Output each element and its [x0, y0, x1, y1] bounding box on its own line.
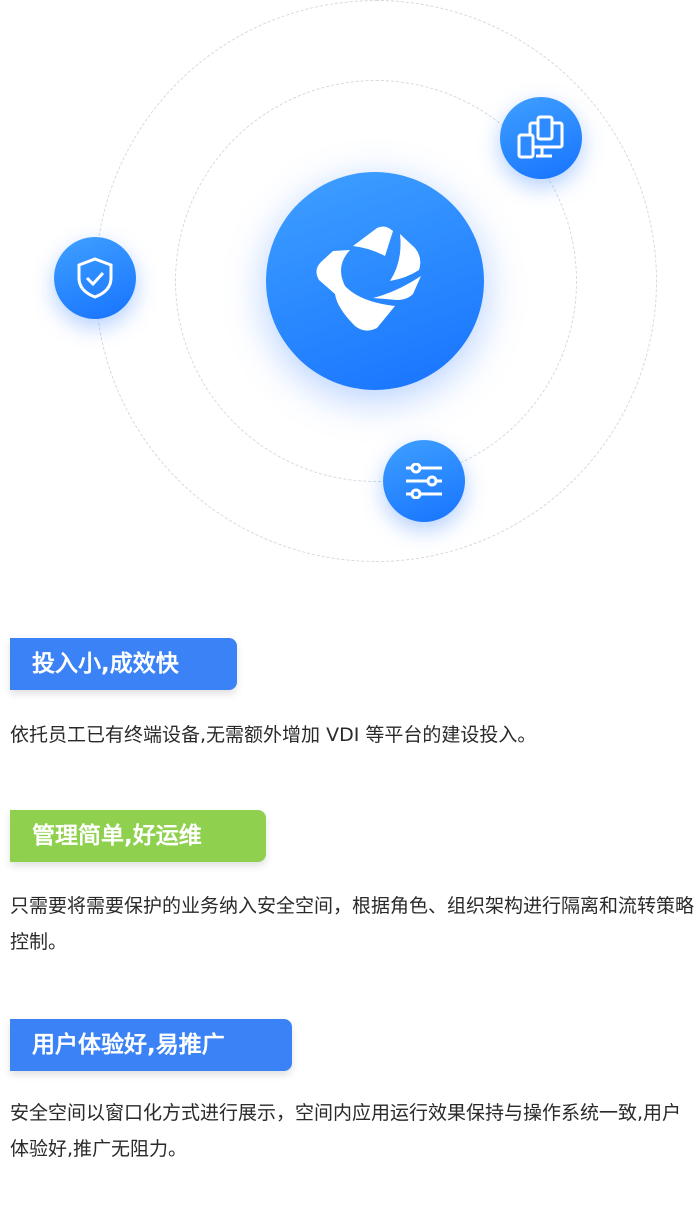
devices-icon	[500, 97, 582, 179]
feature-3-title: 用户体验好,易推广	[10, 1019, 292, 1071]
sliders-icon	[383, 440, 465, 522]
shield-check-icon	[54, 237, 136, 319]
feature-2-title: 管理简单,好运维	[10, 810, 266, 862]
feature-3-desc: 安全空间以窗口化方式进行展示，空间内应用运行效果保持与操作系统一致,用户体验好,…	[10, 1102, 682, 1160]
feature-1-desc: 依托员工已有终端设备,无需额外增加 VDI 等平台的建设投入。	[10, 724, 537, 746]
feature-1-title: 投入小,成效快	[10, 638, 237, 690]
inner-orbit	[175, 80, 577, 482]
logo-icon	[266, 172, 484, 390]
feature-2-desc: 只需要将需要保护的业务纳入安全空间，根据角色、组织架构进行隔离和流转策略控制。	[10, 895, 695, 953]
